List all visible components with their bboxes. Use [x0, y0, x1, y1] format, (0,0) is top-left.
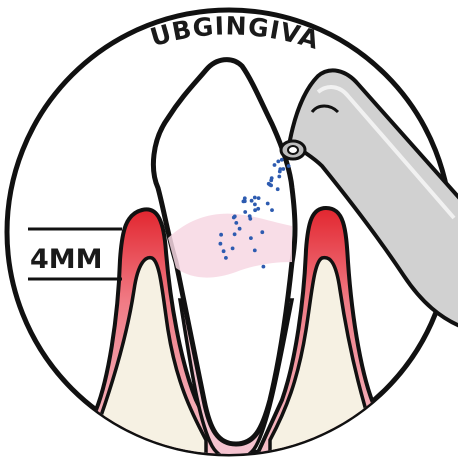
spray-dot	[256, 207, 260, 211]
spray-dot	[219, 242, 223, 246]
spray-dot	[250, 199, 254, 203]
spray-dot	[224, 256, 228, 260]
spray-dot	[222, 249, 226, 253]
spray-dot	[278, 167, 282, 171]
spray-dot	[232, 216, 236, 220]
spray-dot	[287, 164, 291, 168]
spray-dot	[243, 210, 247, 214]
spray-dot	[276, 160, 280, 164]
spray-dot	[248, 217, 252, 221]
spray-dot	[249, 236, 253, 240]
spray-dot	[262, 265, 266, 269]
spray-dot	[253, 203, 257, 207]
spray-dot	[269, 184, 273, 188]
spray-dot	[269, 179, 273, 183]
spray-dot	[238, 227, 242, 231]
measurement-label: 4MM	[30, 244, 103, 275]
spray-dot	[257, 196, 261, 200]
spray-dot	[243, 199, 247, 203]
spray-dot	[253, 196, 257, 200]
spray-dot	[280, 158, 284, 162]
spray-dot	[233, 232, 237, 236]
spray-dot	[273, 163, 277, 167]
spray-dot	[260, 230, 264, 234]
spray-dot	[219, 233, 223, 237]
spray-dot	[277, 175, 281, 179]
spray-dot	[276, 187, 280, 191]
spray-dot	[231, 247, 235, 251]
spray-dot	[270, 208, 274, 212]
spray-dot	[234, 221, 238, 225]
spray-dot	[266, 202, 270, 206]
spray-dot	[253, 249, 257, 253]
